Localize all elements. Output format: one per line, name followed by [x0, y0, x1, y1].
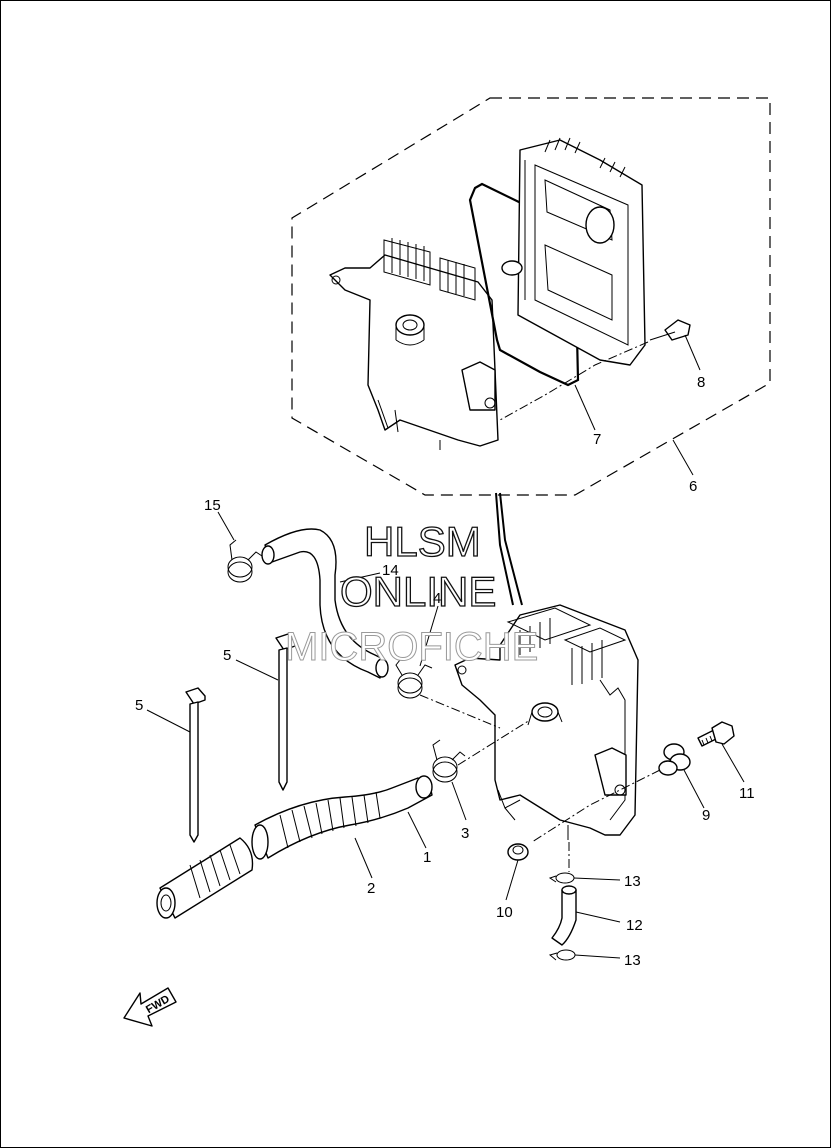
bolt-11 — [697, 721, 735, 747]
leader-7 — [574, 384, 596, 431]
leader-1 — [407, 811, 427, 849]
grommet-9 — [658, 743, 691, 776]
callout-3: 3 — [461, 825, 469, 842]
hose-2 — [156, 837, 254, 919]
leader-8 — [684, 334, 701, 371]
leader-13b — [574, 954, 621, 959]
callout-14: 14 — [382, 562, 399, 579]
callout-12: 12 — [626, 917, 643, 934]
watermark-line3: MICROFICHE — [285, 625, 538, 669]
callout-1: 1 — [423, 849, 431, 866]
leader-4 — [419, 605, 439, 667]
callout-2: 2 — [367, 880, 375, 897]
leader-3 — [451, 781, 467, 821]
leader-5b — [235, 659, 279, 681]
callout-13b: 13 — [624, 952, 641, 969]
tie-wrap-5a — [185, 687, 206, 843]
callout-6: 6 — [689, 478, 697, 495]
clip-4 — [395, 659, 433, 699]
callout-4: 4 — [433, 590, 441, 607]
clip-13b — [548, 949, 576, 961]
leader-dash-8 — [499, 341, 649, 421]
watermark-line2: ONLINE — [340, 568, 496, 615]
leader-6 — [672, 439, 694, 476]
callout-13a: 13 — [624, 873, 641, 890]
fwd-arrow: FWD — [123, 987, 177, 1027]
leader-12 — [575, 911, 621, 923]
leader-10 — [505, 859, 519, 901]
clip-13a — [548, 872, 575, 884]
leader-2 — [354, 837, 373, 879]
hose-14 — [261, 528, 389, 679]
watermark: HLSM ONLINE MICROFICHE — [285, 517, 539, 669]
leader-5a — [146, 709, 191, 733]
callout-9: 9 — [702, 807, 710, 824]
lower-cover — [454, 604, 639, 840]
align-line-9 — [531, 769, 661, 843]
clip-3 — [432, 739, 466, 783]
callout-7: 7 — [593, 431, 601, 448]
align-line-3 — [457, 719, 531, 766]
collar-10 — [507, 843, 529, 861]
upper-base — [501, 137, 646, 366]
connector-line — [499, 492, 523, 606]
callout-5b: 5 — [223, 647, 231, 664]
connector-line-2 — [495, 492, 514, 606]
tie-wrap-5b — [275, 633, 296, 791]
callout-15: 15 — [204, 497, 221, 514]
leader-14 — [339, 572, 381, 583]
callout-11: 11 — [739, 785, 755, 802]
leader-11 — [721, 743, 745, 783]
align-line-4 — [419, 694, 501, 729]
watermark-line1: HLSM — [364, 518, 481, 565]
upper-gasket — [468, 182, 580, 387]
leader-9 — [683, 769, 705, 809]
leader-13a — [573, 877, 621, 881]
callout-5a: 5 — [135, 697, 143, 714]
leader-15 — [217, 511, 235, 541]
screw-8 — [649, 319, 691, 341]
hose-12 — [551, 885, 577, 946]
callout-10: 10 — [496, 904, 513, 921]
callout-8: 8 — [697, 374, 705, 391]
upper-cover — [329, 238, 499, 450]
clip-15 — [227, 539, 263, 583]
fwd-label: FWD — [144, 993, 172, 1016]
hose-1 — [251, 775, 433, 860]
